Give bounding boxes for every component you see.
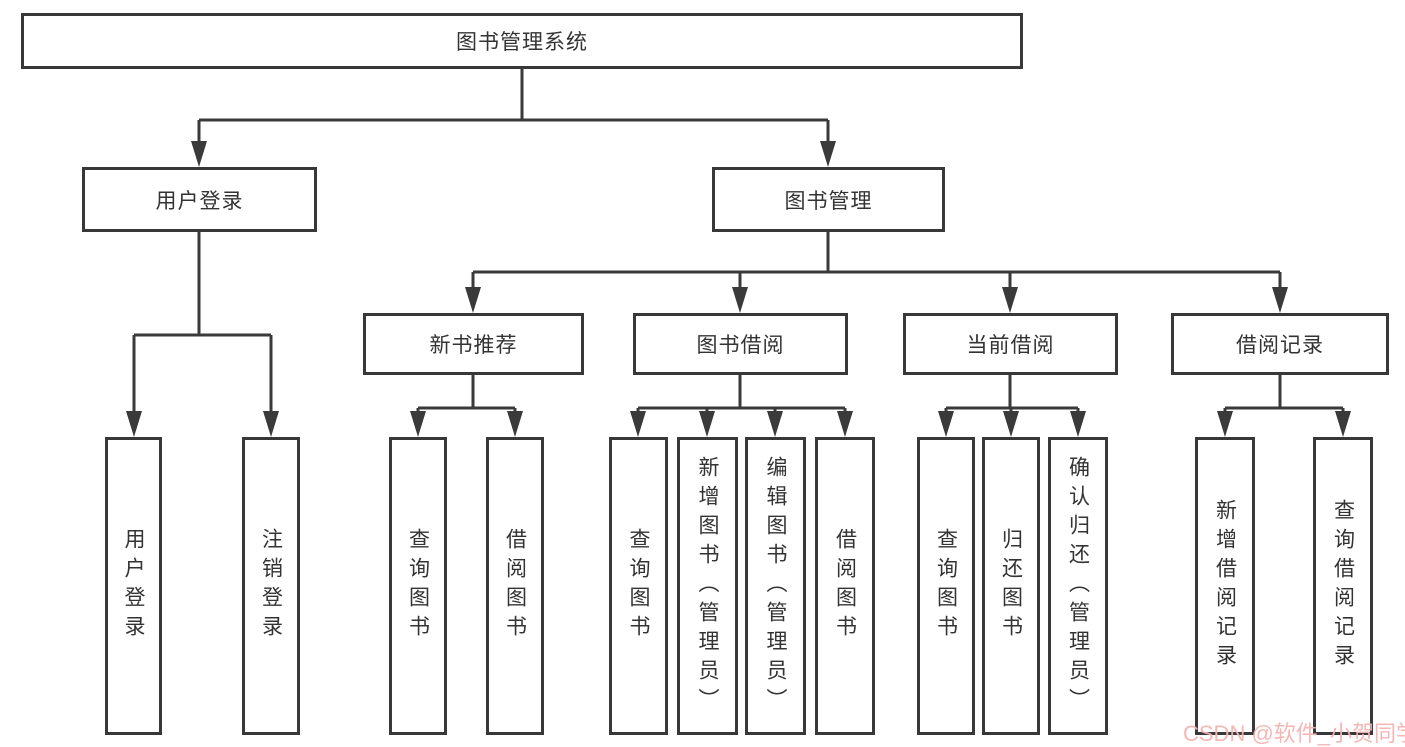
leaf-confirm-return-admin-label: 确认归还（管理员） (1066, 455, 1090, 717)
node-book-borrowing: 图书借阅 (633, 313, 848, 375)
arrowheads (126, 141, 1351, 437)
arrow-leaf-user-login (126, 411, 142, 437)
node-library-system: 图书管理系统 (21, 13, 1023, 69)
connector-bookmgmt-to-level3 (471, 232, 1282, 290)
node-user-login-label: 用户登录 (155, 189, 244, 213)
arrow-leaf-query-borrow (630, 411, 646, 437)
arrow-to-newrec (465, 287, 481, 313)
node-book-borrowing-label: 图书借阅 (696, 334, 785, 357)
node-new-book-recommend: 新书推荐 (363, 313, 584, 375)
node-book-management: 图书管理 (712, 167, 945, 232)
leaf-add-borrow-record-label: 新增借阅记录 (1213, 499, 1237, 673)
leaf-query-book-current: 查询图书 (917, 437, 975, 735)
leaf-borrow-book-label: 借阅图书 (833, 528, 857, 644)
leaf-borrow-book-newrec: 借阅图书 (486, 437, 544, 735)
leaf-return-book: 归还图书 (982, 437, 1040, 735)
leaf-query-book-current-label: 查询图书 (934, 528, 958, 644)
leaf-query-book-newrec: 查询图书 (389, 437, 447, 735)
arrow-leaf-borrow-book (837, 411, 853, 437)
node-library-system-label: 图书管理系统 (456, 31, 588, 54)
arrow-leaf-query-record (1335, 411, 1351, 437)
node-new-book-recommend-label: 新书推荐 (429, 334, 518, 357)
node-borrowing-records-label: 借阅记录 (1236, 334, 1324, 357)
arrow-leaf-query-newrec (410, 411, 426, 437)
csdn-watermark: CSDN @软件_小贺同学 (1183, 721, 1405, 746)
connector-newrec-to-leaves (416, 375, 517, 414)
arrow-leaf-query-curr (938, 411, 954, 437)
leaf-edit-book-admin-label: 编辑图书（管理员） (764, 455, 787, 717)
arrow-to-borrowing (732, 287, 748, 313)
arrow-to-current (1002, 287, 1018, 313)
connector-records-to-leaves (1223, 375, 1345, 414)
arrow-to-book-mgmt (820, 141, 836, 167)
connector-userlogin-to-leaves (132, 232, 273, 413)
leaf-borrow-book: 借阅图书 (815, 437, 875, 735)
node-book-management-label: 图书管理 (784, 189, 873, 213)
leaf-return-book-label: 归还图书 (999, 528, 1023, 644)
connector-borrow-to-leaves (636, 375, 847, 414)
arrow-leaf-confirm-return (1070, 411, 1086, 437)
leaf-confirm-return-admin: 确认归还（管理员） (1048, 437, 1108, 735)
leaf-query-book-borrow-label: 查询图书 (627, 528, 650, 644)
connector-current-to-leaves (944, 375, 1080, 414)
leaf-logout-login: 注销登录 (242, 437, 300, 735)
arrow-leaf-borrow-newrec (507, 411, 523, 437)
leaf-add-borrow-record: 新增借阅记录 (1195, 437, 1255, 735)
leaf-query-book-newrec-label: 查询图书 (406, 528, 430, 644)
leaf-query-book-borrow: 查询图书 (609, 437, 668, 735)
node-current-borrowing-label: 当前借阅 (966, 334, 1055, 357)
leaf-query-borrow-record-label: 查询借阅记录 (1331, 499, 1355, 673)
leaf-add-book-admin: 新增图书（管理员） (677, 437, 738, 735)
arrow-leaf-edit-book (767, 411, 783, 437)
arrow-to-user-login (191, 141, 207, 167)
connector-root-to-level2 (197, 69, 830, 144)
leaf-user-login: 用户登录 (105, 437, 162, 735)
arrow-leaf-return-book (1003, 411, 1019, 437)
leaf-user-login-label: 用户登录 (122, 528, 145, 644)
leaf-logout-login-label: 注销登录 (259, 528, 283, 644)
arrow-leaf-logout (263, 411, 279, 437)
node-borrowing-records: 借阅记录 (1171, 313, 1389, 375)
arrow-to-records (1272, 287, 1288, 313)
leaf-edit-book-admin: 编辑图书（管理员） (745, 437, 806, 735)
arrow-leaf-add-book (699, 411, 715, 437)
leaf-query-borrow-record: 查询借阅记录 (1313, 437, 1373, 735)
node-current-borrowing: 当前借阅 (903, 313, 1118, 375)
arrow-leaf-add-record (1217, 411, 1233, 437)
leaf-borrow-book-newrec-label: 借阅图书 (503, 528, 527, 644)
leaf-add-book-admin-label: 新增图书（管理员） (696, 455, 719, 717)
node-user-login: 用户登录 (82, 167, 317, 232)
